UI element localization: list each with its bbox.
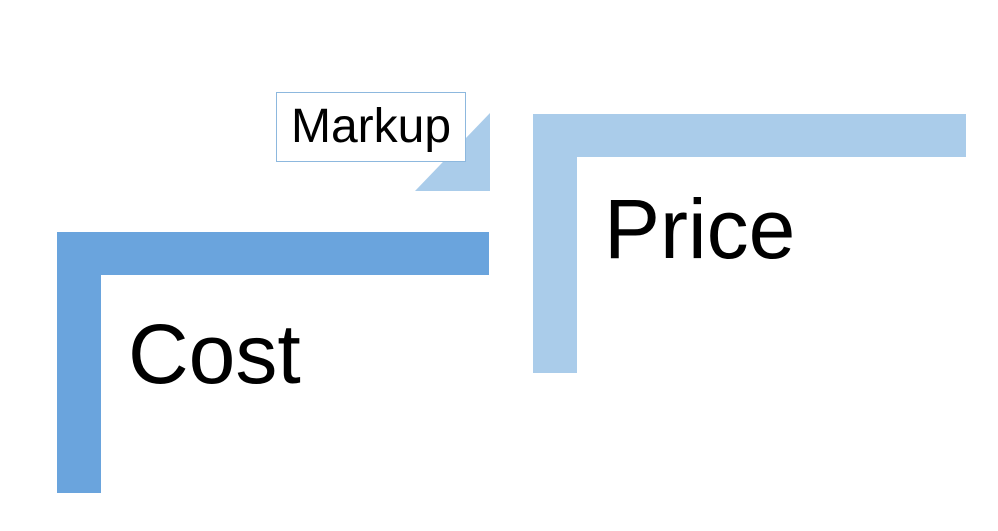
markup-label-text: Markup bbox=[290, 100, 452, 153]
cost-bracket-shape[interactable] bbox=[57, 232, 489, 493]
price-label-text: Price bbox=[604, 182, 796, 276]
price-bracket-polygon bbox=[533, 114, 966, 373]
cost-label-text: Cost bbox=[128, 307, 301, 401]
price-bracket-shape[interactable] bbox=[533, 114, 966, 373]
markup-label-box[interactable]: Markup bbox=[276, 92, 466, 162]
price-bracket-svg bbox=[533, 114, 966, 373]
cost-bracket-svg bbox=[57, 232, 489, 493]
cost-bracket-polygon bbox=[57, 232, 489, 493]
